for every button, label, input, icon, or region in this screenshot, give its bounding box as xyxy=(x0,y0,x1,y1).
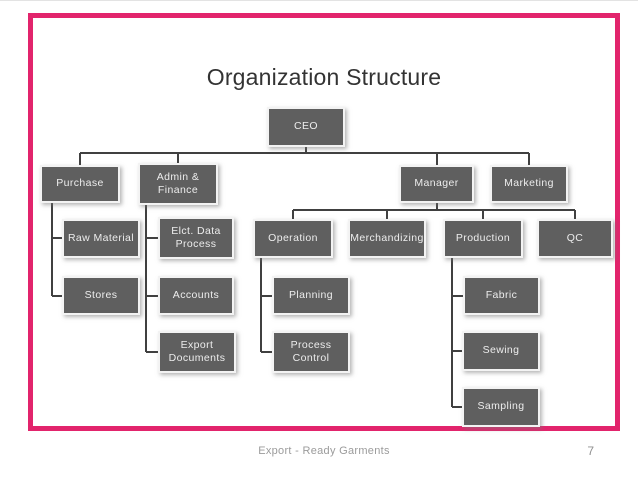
org-node-stores-label: Stores xyxy=(84,288,118,301)
slide-border-frame xyxy=(28,13,620,431)
org-node-raw-material: Raw Material xyxy=(62,219,140,258)
org-node-process-control-label: Process Control xyxy=(290,338,332,364)
slide-top-edge xyxy=(0,0,638,1)
org-node-sewing: Sewing xyxy=(462,331,540,371)
org-node-accounts-label: Accounts xyxy=(172,288,220,301)
org-node-accounts: Accounts xyxy=(158,276,234,315)
connector-purchase-children xyxy=(51,203,62,297)
connector-admin-children xyxy=(145,205,158,353)
org-node-export-documents: Export Documents xyxy=(158,331,236,373)
org-node-manager: Manager xyxy=(399,165,474,203)
org-node-merchandizing-label: Merchandizing xyxy=(350,231,424,244)
org-node-sampling-label: Sampling xyxy=(477,400,525,413)
page-title: Organization Structure xyxy=(206,64,442,90)
org-node-marketing-label: Marketing xyxy=(504,177,554,190)
org-node-elct-data-process: Elct. Data Process xyxy=(158,217,234,259)
org-node-admin-finance-label: Admin & Finance xyxy=(156,170,200,196)
footer-label: Export - Ready Garments xyxy=(258,445,390,457)
org-node-production: Production xyxy=(443,219,523,258)
org-node-purchase: Purchase xyxy=(40,165,120,203)
org-node-raw-material-label: Raw Material xyxy=(67,231,135,244)
org-node-planning-label: Planning xyxy=(288,288,334,301)
org-node-qc-label: QC xyxy=(566,231,584,244)
org-node-sewing-label: Sewing xyxy=(482,344,520,357)
org-node-fabric: Fabric xyxy=(463,276,540,315)
org-node-ceo: CEO xyxy=(267,107,345,147)
org-node-fabric-label: Fabric xyxy=(485,288,518,301)
org-node-elct-data-process-label: Elct. Data Process xyxy=(171,224,221,250)
org-node-ceo-label: CEO xyxy=(294,120,318,133)
org-node-admin-finance: Admin & Finance xyxy=(138,163,218,205)
org-node-production-label: Production xyxy=(455,231,511,244)
org-node-manager-label: Manager xyxy=(414,177,459,190)
connector-manager-children xyxy=(292,203,576,219)
connector-ceo-children xyxy=(79,147,530,165)
org-node-operation: Operation xyxy=(253,219,333,258)
org-node-export-documents-label: Export Documents xyxy=(168,338,226,364)
connector-operation-children xyxy=(260,258,272,353)
connector-production-children xyxy=(451,258,463,408)
org-node-marketing: Marketing xyxy=(490,165,568,203)
org-node-stores: Stores xyxy=(62,276,140,315)
org-node-operation-label: Operation xyxy=(268,231,318,244)
page-number: 7 xyxy=(587,444,594,458)
org-node-merchandizing: Merchandizing xyxy=(348,219,426,258)
org-node-process-control: Process Control xyxy=(272,331,350,373)
org-node-purchase-label: Purchase xyxy=(56,177,104,190)
org-node-sampling: Sampling xyxy=(462,387,540,427)
org-node-planning: Planning xyxy=(272,276,350,315)
org-node-qc: QC xyxy=(537,219,613,258)
